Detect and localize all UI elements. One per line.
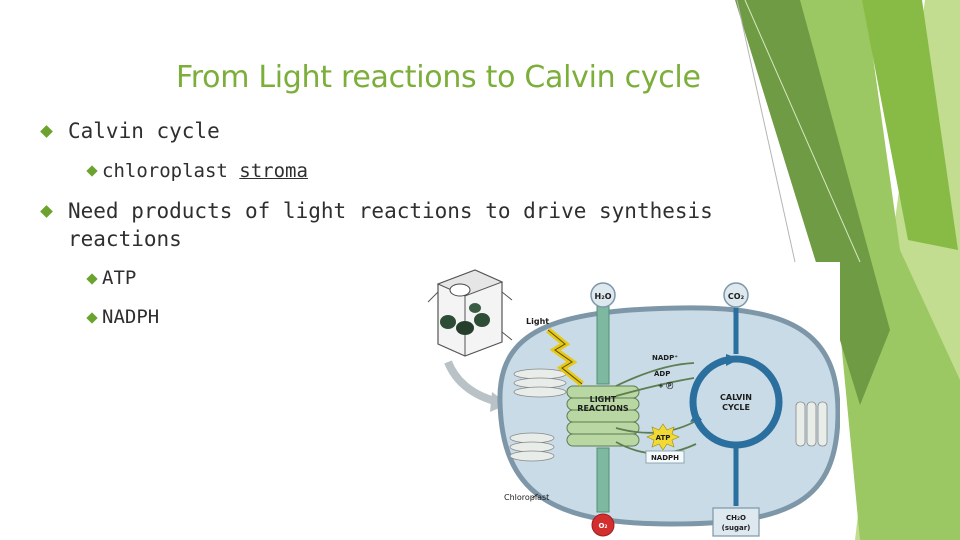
thylakoid-stack-left (509, 368, 567, 462)
bullet-need-products-line2: reactions (68, 227, 182, 251)
nadph-box (645, 450, 685, 464)
stroma-link[interactable]: stroma (239, 160, 308, 182)
calvin-arrowhead-icon-2 (690, 412, 702, 422)
chloroplast-pointer-line (531, 493, 539, 499)
adp-label: ADP (654, 370, 670, 378)
light-reactions-label-1: LIGHT (590, 395, 617, 404)
deco-line (736, 0, 796, 263)
bullet-atp: ATP (102, 267, 137, 289)
adp-arrow (615, 377, 695, 397)
sugar-box (712, 507, 760, 537)
light-reactions-stack (566, 385, 640, 447)
o2-label: O₂ (598, 522, 607, 530)
co2-circle (723, 282, 749, 308)
water-circle (590, 282, 616, 308)
nadp-arrow (615, 362, 695, 387)
o2-circle (591, 513, 615, 537)
pi-label: + Ⓟ (658, 381, 673, 390)
nadph-label: NADPH (651, 454, 679, 462)
deco-shape-dark (735, 0, 890, 405)
deco-shape-accent (862, 0, 958, 250)
slide-title: From Light reactions to Calvin cycle (176, 60, 701, 95)
plant-cell-illustration (427, 269, 513, 357)
bullet-need-products: Need products of light reactions to driv… (68, 199, 713, 223)
deco-line-2 (744, 0, 861, 263)
bullet-chloroplast-text: chloroplast (102, 160, 228, 182)
chloroplast-membrane (497, 305, 841, 527)
calvin-arrowhead-icon (726, 354, 740, 366)
diagram-svg: LIGHT REACTIONS H₂O O₂ Light CALVIN CYCL… (420, 262, 841, 540)
sugar-label-2: (sugar) (722, 524, 751, 532)
thylakoid-stack-right (795, 401, 828, 447)
chloroplast-label: Chloroplast (504, 493, 549, 502)
o2-arrow (596, 447, 610, 513)
photosynthesis-diagram: LIGHT REACTIONS H₂O O₂ Light CALVIN CYCL… (420, 262, 841, 540)
light-label: Light (526, 317, 549, 326)
calvin-label-2: CYCLE (722, 403, 750, 412)
bullet-chloroplast: chloroplast stroma (102, 160, 308, 182)
atp-burst-icon (646, 423, 680, 451)
bullet-nadph: NADPH (102, 306, 160, 328)
sugar-label-1: CH₂O (726, 514, 746, 522)
atp-label: ATP (656, 434, 671, 442)
nadp-label: NADP⁺ (652, 354, 678, 362)
light-bolt-outline (547, 329, 583, 385)
water-arrow (596, 303, 610, 385)
co2-label: CO₂ (728, 292, 745, 301)
calvin-label-1: CALVIN (720, 393, 752, 402)
water-label: H₂O (595, 292, 612, 301)
light-reactions-label-2: REACTIONS (577, 404, 629, 413)
bullet-calvin-cycle: Calvin cycle (68, 119, 220, 143)
